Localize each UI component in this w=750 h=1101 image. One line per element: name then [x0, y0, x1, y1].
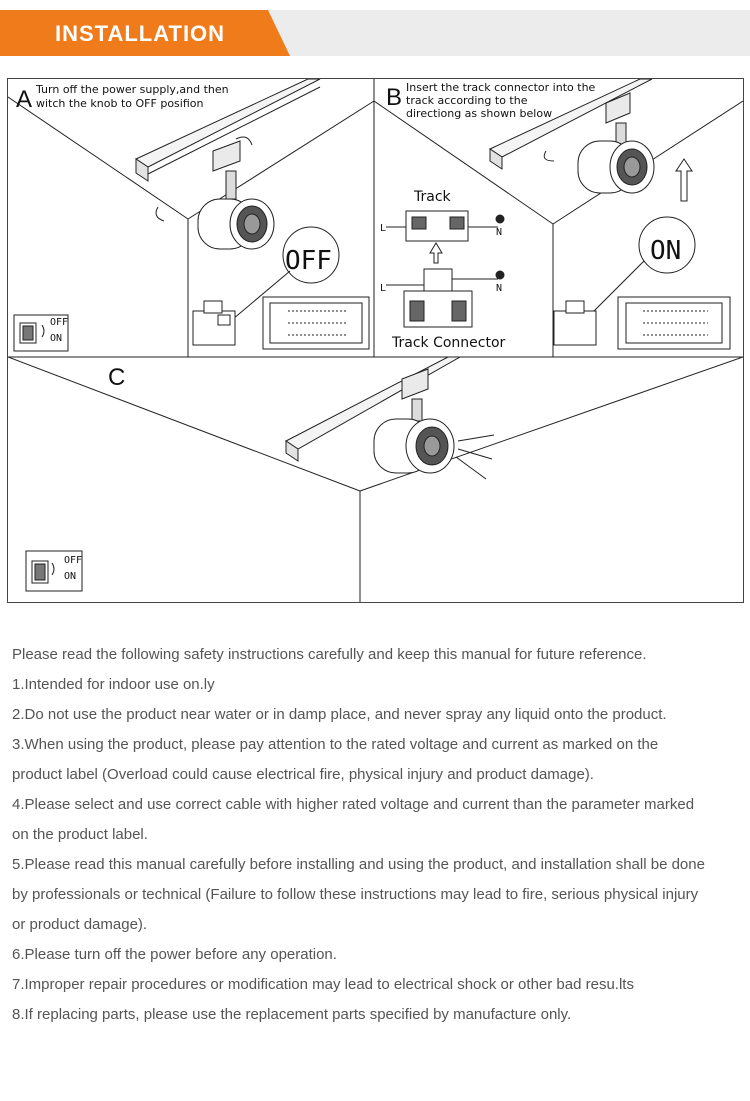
adapter-detail-a [192, 296, 370, 350]
zoom-circle-b [638, 216, 696, 274]
switch-on-label: ON [50, 333, 62, 344]
l-mark-connector: L [380, 283, 386, 294]
step-a-caption-line2: witch the knob to OFF posifion [36, 97, 203, 110]
track-rail-a [134, 79, 321, 182]
instruction-item: 1.Intended for indoor use on.ly [12, 676, 215, 693]
instruction-item: 4.Please select and use correct cable wi… [12, 796, 695, 843]
track-rail-b [488, 79, 653, 170]
instruction-item: 3.When using the product, please pay att… [12, 736, 659, 783]
panel-a: OFF A Turn off the power supply,and then… [8, 79, 375, 357]
zoom-circle-a [282, 226, 340, 284]
section-title: INSTALLATION [55, 21, 226, 46]
connector-cross-section: L N [380, 268, 505, 328]
n-mark-track: N [496, 227, 502, 238]
instructions-intro: Please read the following safety instruc… [12, 646, 647, 663]
track-connector-label: Track Connector [391, 335, 506, 351]
step-a-caption-line1: Turn off the power supply,and then [35, 83, 229, 96]
light-rays-icon [455, 434, 495, 480]
up-arrow-icon [675, 158, 693, 202]
step-b-caption-line3: directiong as shown below [406, 107, 552, 120]
step-letter-c: C [108, 364, 125, 391]
safety-instructions: Please read the following safety instruc… [12, 640, 712, 1030]
instruction-item: 2.Do not use the product near water or i… [12, 706, 667, 723]
panel-c: C OFF ON [8, 356, 743, 602]
l-mark-track: L [380, 223, 386, 234]
track-label: Track [413, 189, 452, 205]
switch-off-label: OFF [64, 555, 82, 566]
spotlight-a [197, 198, 275, 250]
n-mark-connector: N [496, 283, 502, 294]
spotlight-b [577, 140, 655, 194]
spotlight-c [373, 418, 455, 474]
rotate-arrow-icon [235, 136, 253, 146]
step-b-caption-line1: Insert the track connector into the [406, 81, 596, 94]
instruction-item: 7.Improper repair procedures or modifica… [12, 976, 634, 993]
instruction-item: 8.If replacing parts, please use the rep… [12, 1006, 572, 1023]
switch-off-label: OFF [50, 317, 68, 328]
rotate-arrow-icon [543, 150, 555, 162]
state-label-on: ON [650, 236, 681, 266]
state-label-off: OFF [285, 246, 332, 276]
wall-switch-icon: OFF ON [25, 550, 83, 592]
panel-b: ON Track L N [373, 79, 743, 357]
adapter-detail-b [553, 296, 731, 350]
step-letter-a: A [16, 86, 32, 113]
wall-switch-icon: OFF ON [13, 314, 69, 352]
switch-on-label: ON [64, 571, 76, 582]
step-b-caption-line2: track according to the [406, 94, 528, 107]
rotate-arrow-icon [155, 206, 165, 222]
instruction-item: 6.Please turn off the power before any o… [12, 946, 337, 963]
installation-diagram: OFF A Turn off the power supply,and then… [7, 78, 744, 603]
step-letter-b: B [386, 84, 402, 111]
instruction-item: 5.Please read this manual carefully befo… [12, 856, 705, 933]
track-cross-section: L N [380, 210, 505, 242]
header-tab [0, 10, 290, 56]
insert-arrow-icon [429, 242, 443, 264]
